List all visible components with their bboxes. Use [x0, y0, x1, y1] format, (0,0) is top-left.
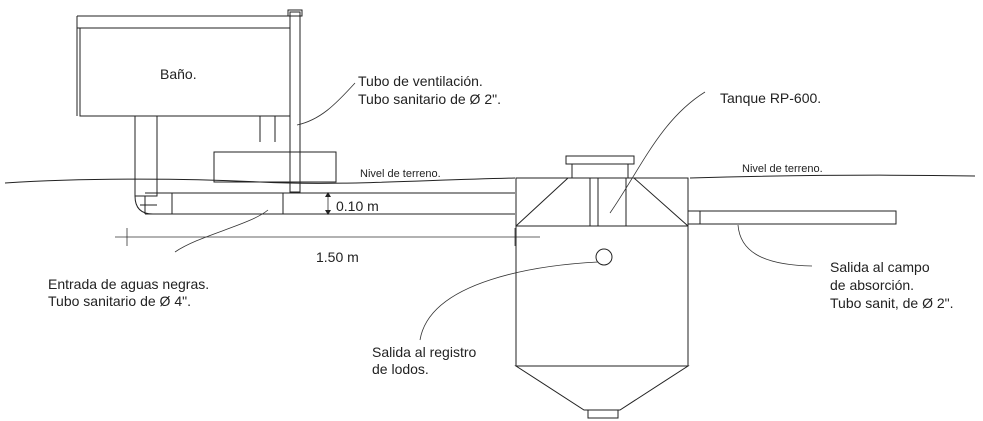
bathroom-label: Baño.	[160, 66, 197, 82]
outlet-label-1: Salida al campo	[830, 259, 930, 275]
septic-tank	[514, 155, 690, 419]
ground-label-left: Nivel de terreno.	[360, 168, 441, 180]
depth-label: 0.10 m	[336, 198, 379, 214]
ground-line-left	[4, 177, 516, 184]
outlet-pipe	[687, 210, 897, 225]
inlet-pipe	[145, 192, 515, 215]
floor-slab	[213, 151, 337, 183]
outlet-label-3: Tubo sanit, de Ø 2".	[830, 295, 954, 311]
tank-label: Tanque RP-600.	[720, 90, 821, 106]
tank-body	[515, 225, 689, 367]
outlet-label-2: de absorción.	[830, 277, 914, 293]
vent-leader	[296, 82, 356, 126]
sludge-outlet	[595, 248, 613, 266]
distance-dimension	[115, 228, 540, 246]
inlet-label-2: Tubo sanitario de Ø 4".	[48, 293, 191, 309]
depth-dimension	[325, 192, 331, 215]
toilet-drop-pipe	[134, 115, 158, 215]
vent-label-2: Tubo sanitario de Ø 2".	[358, 91, 501, 107]
inlet-leader	[174, 209, 269, 253]
tank-cone	[514, 365, 690, 411]
sludge-leader	[419, 261, 599, 341]
inlet-label-1: Entrada de aguas negras.	[48, 276, 209, 292]
tank-leader	[609, 91, 706, 214]
distance-label: 1.50 m	[316, 249, 359, 265]
tank-lid	[565, 155, 635, 165]
ground-label-right: Nivel de terreno.	[742, 163, 823, 175]
ground-line-right	[689, 174, 976, 179]
sludge-label-1: Salida al registro	[372, 344, 476, 360]
outlet-leader	[737, 224, 813, 267]
sludge-label-2: de lodos.	[372, 361, 429, 377]
vent-pipe	[287, 9, 303, 193]
vent-label-1: Tubo de ventilación.	[358, 73, 483, 89]
